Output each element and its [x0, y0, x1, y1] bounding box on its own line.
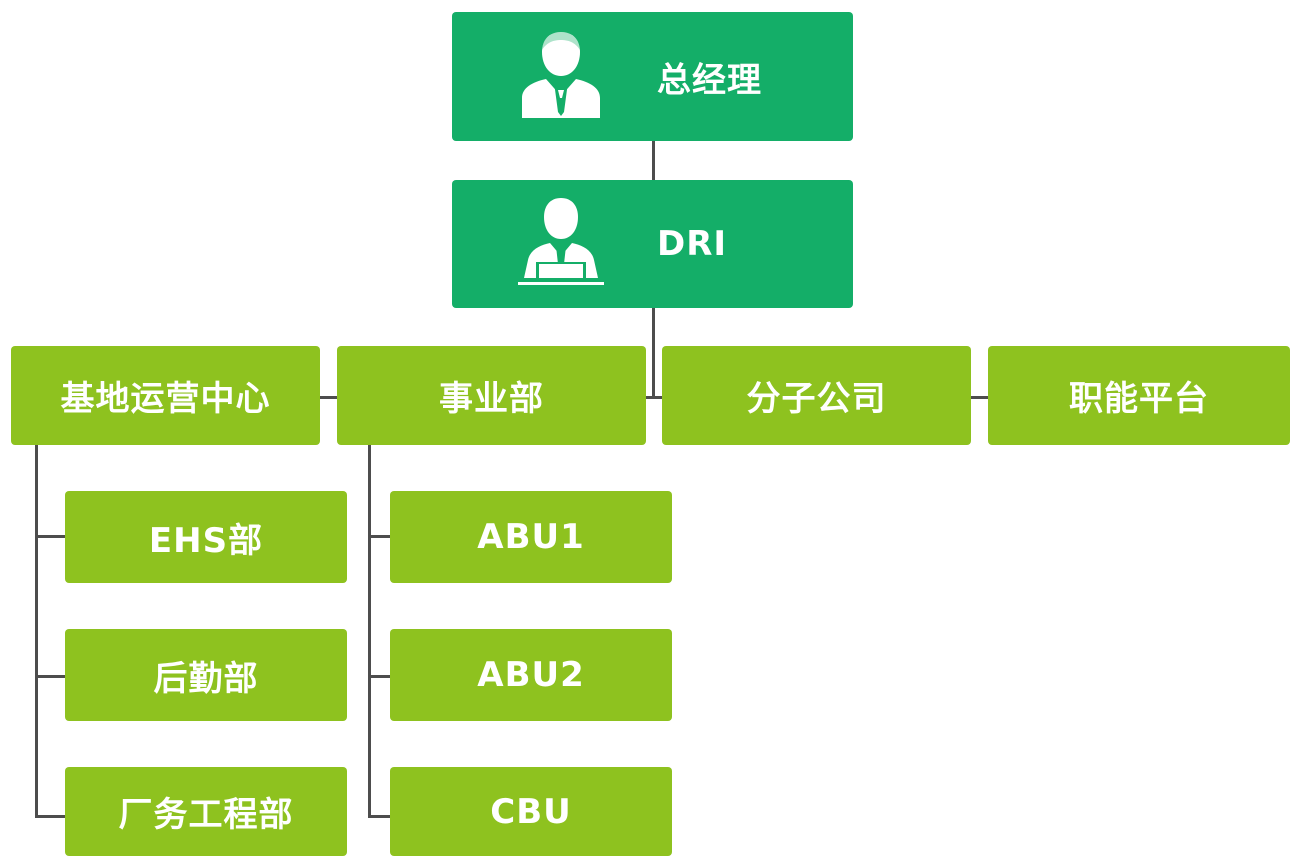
dept-business-label: 事业部 — [439, 379, 544, 419]
child-abu1-label: ABU1 — [477, 517, 585, 557]
dept-base-ops-label: 基地运营中心 — [60, 379, 271, 419]
gm-label: 总经理 — [657, 60, 762, 100]
connector-business-abu2 — [368, 675, 392, 678]
dept-business: 事业部 — [337, 346, 646, 445]
connector-departments-horizontal — [318, 396, 990, 399]
child-logistics: 后勤部 — [65, 629, 347, 721]
dept-base-ops: 基地运营中心 — [11, 346, 320, 445]
presenter-icon — [518, 198, 604, 285]
connector-gm-dri — [652, 140, 655, 182]
dept-subsidiaries-label: 分子公司 — [746, 379, 887, 419]
connector-business-cbu — [368, 815, 392, 818]
dri-label: DRI — [657, 224, 728, 264]
dept-functional-platform: 职能平台 — [988, 346, 1290, 445]
child-abu2: ABU2 — [390, 629, 672, 721]
child-facility-engineering-label: 厂务工程部 — [118, 795, 294, 835]
dept-functional-platform-label: 职能平台 — [1069, 379, 1209, 419]
child-abu2-label: ABU2 — [477, 655, 585, 695]
connector-business-abu1 — [368, 535, 392, 538]
child-logistics-label: 后勤部 — [153, 658, 259, 699]
child-facility-engineering: 厂务工程部 — [65, 767, 347, 856]
child-ehs-label: EHS部 — [148, 520, 264, 561]
connector-business-vertical — [368, 443, 371, 818]
gm-node: 总经理 — [452, 12, 853, 141]
dri-node: DRI — [452, 180, 853, 308]
child-cbu-label: CBU — [490, 791, 572, 832]
child-abu1: ABU1 — [390, 491, 672, 583]
connector-base-ops-facility — [35, 815, 67, 818]
connector-dri-departments — [652, 306, 655, 398]
connector-base-ops-vertical — [35, 443, 38, 818]
connector-base-ops-logistics — [35, 675, 67, 678]
connector-base-ops-ehs — [35, 535, 67, 538]
child-ehs: EHS部 — [65, 491, 347, 583]
dept-subsidiaries: 分子公司 — [662, 346, 971, 445]
child-cbu: CBU — [390, 767, 672, 856]
businessman-icon — [522, 32, 600, 118]
